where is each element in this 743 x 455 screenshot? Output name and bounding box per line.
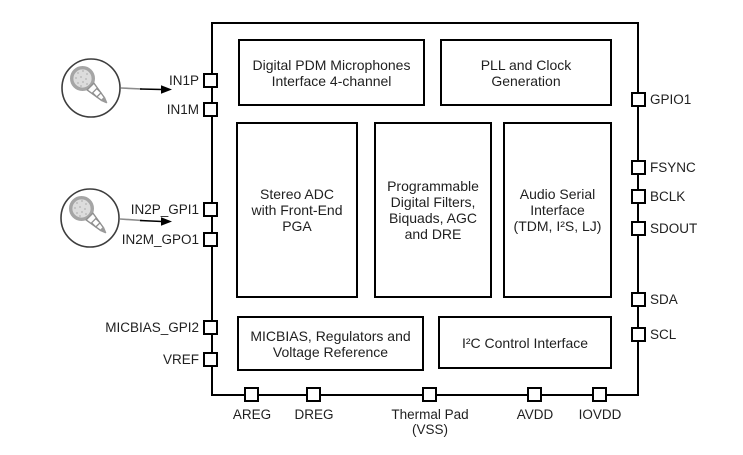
block-micbias-regulators: MICBIAS, Regulators and Voltage Referenc… bbox=[237, 316, 424, 371]
pin-scl-label: SCL bbox=[650, 327, 677, 342]
pin-dreg-label: DREG bbox=[294, 407, 334, 422]
pin-fsync bbox=[631, 160, 646, 175]
pin-gpio1 bbox=[631, 92, 646, 107]
pin-in2m-gpo1-label: IN2M_GPO1 bbox=[121, 232, 199, 247]
pin-thermal-pad bbox=[422, 387, 437, 402]
pin-vref bbox=[203, 352, 218, 367]
block-stereo-adc: Stereo ADC with Front-End PGA bbox=[236, 122, 358, 298]
pin-in1m-label: IN1M bbox=[166, 102, 199, 117]
pin-sdout bbox=[631, 221, 646, 236]
pin-sda-label: SDA bbox=[650, 292, 678, 307]
pin-scl bbox=[631, 327, 646, 342]
pin-vref-label: VREF bbox=[162, 352, 199, 367]
pin-sda bbox=[631, 292, 646, 307]
arrow-connector bbox=[119, 217, 172, 226]
pin-avdd bbox=[527, 387, 542, 402]
block-audio-serial-interface: Audio Serial Interface (TDM, I²S, LJ) bbox=[503, 122, 612, 298]
pin-areg-label: AREG bbox=[232, 407, 272, 422]
pin-iovdd bbox=[592, 387, 607, 402]
block-pdm-mic-interface: Digital PDM Microphones Interface 4-chan… bbox=[238, 39, 425, 106]
pin-areg bbox=[244, 387, 259, 402]
pin-iovdd-label: IOVDD bbox=[578, 407, 622, 422]
pin-in1p-label: IN1P bbox=[168, 73, 199, 88]
pin-avdd-label: AVDD bbox=[516, 407, 554, 422]
pin-bclk-label: BCLK bbox=[650, 189, 686, 204]
block-pll-clock-generation: PLL and Clock Generation bbox=[440, 39, 612, 106]
block-programmable-filters: Programmable Digital Filters, Biquads, A… bbox=[374, 122, 492, 298]
pin-fsync-label: FSYNC bbox=[650, 160, 696, 175]
pin-in2p-gpi1 bbox=[203, 202, 218, 217]
pin-gpio1-label: GPIO1 bbox=[650, 92, 692, 107]
pin-micbias-gpi2-label: MICBIAS_GPI2 bbox=[105, 320, 199, 335]
pin-in2m-gpo1 bbox=[203, 232, 218, 247]
pin-dreg bbox=[306, 387, 321, 402]
pin-in2p-gpi1-label: IN2P_GPI1 bbox=[130, 202, 199, 217]
block-i2c-control-interface: I²C Control Interface bbox=[438, 316, 612, 369]
pin-in1p bbox=[203, 73, 218, 88]
pin-thermal-pad-label: Thermal Pad (VSS) bbox=[391, 407, 469, 437]
pin-micbias-gpi2 bbox=[203, 320, 218, 335]
pin-sdout-label: SDOUT bbox=[650, 221, 698, 236]
pin-bclk bbox=[631, 189, 646, 204]
pin-in1m bbox=[203, 102, 218, 117]
